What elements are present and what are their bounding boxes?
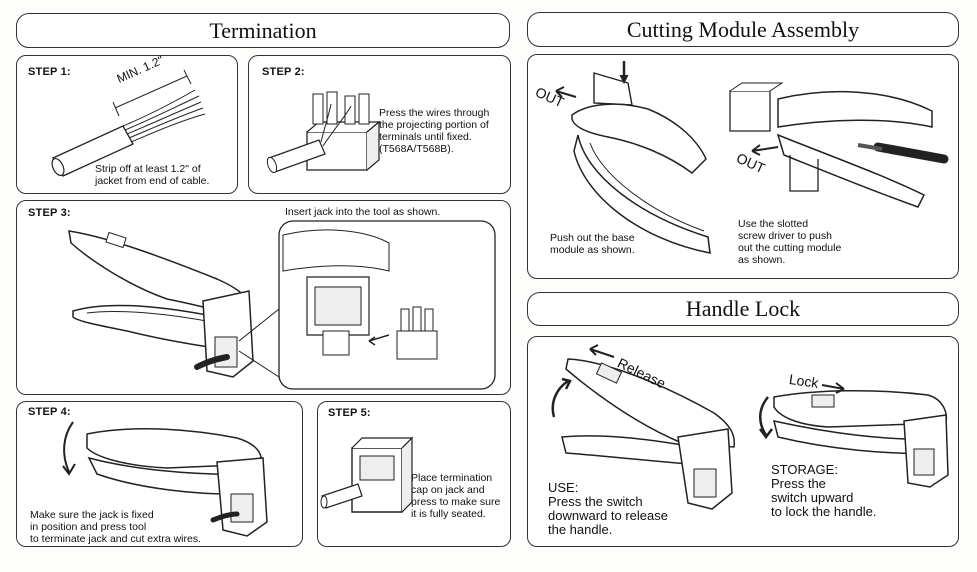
section-title-handle-lock: Handle Lock	[527, 292, 959, 326]
tool-insert-jack-illustration	[17, 201, 512, 396]
step-2-text: Press the wires through the projecting p…	[379, 107, 490, 155]
step-3-text: Insert jack into the tool as shown.	[285, 206, 441, 218]
step-4-text: Make sure the jack is fixed in position …	[30, 509, 201, 545]
section-title-termination: Termination	[16, 13, 510, 48]
step-3-label: STEP 3:	[28, 207, 71, 219]
step-5-panel: STEP 5: Place termination cap on jack an…	[317, 401, 511, 547]
step-4-panel: STEP 4: Make sure the jack is fixed in p…	[16, 401, 303, 547]
cutting-module-illustration	[528, 55, 960, 280]
step-5-label: STEP 5:	[328, 407, 371, 419]
section-title-cutting-module: Cutting Module Assembly	[527, 12, 959, 47]
step-1-label: STEP 1:	[28, 66, 71, 78]
step-4-label: STEP 4:	[28, 406, 71, 418]
cutting-text-right: Use the slotted screw driver to push out…	[738, 218, 842, 266]
jack-wire-illustration	[249, 56, 512, 195]
cutting-module-panel: OUT OUT Push out the base module as show…	[527, 54, 959, 279]
step-2-label: STEP 2:	[262, 66, 305, 78]
tool-press-illustration	[17, 402, 304, 548]
storage-text: STORAGE: Press the switch upward to lock…	[771, 462, 877, 519]
step-3-panel: STEP 3: Insert jack into the tool as sho…	[16, 200, 511, 395]
step-1-panel: STEP 1: MIN. 1.2" Strip off at least 1.2…	[16, 53, 239, 195]
cutting-text-left: Push out the base module as shown.	[550, 232, 635, 256]
handle-lock-illustration	[528, 337, 960, 548]
cap-jack-illustration	[318, 402, 512, 548]
step-2-panel: STEP 2: Press the wires through the proj…	[248, 55, 511, 194]
step-1-text: Strip off at least 1.2" of jacket from e…	[95, 163, 210, 187]
step-5-text: Place termination cap on jack and press …	[411, 472, 501, 520]
handle-lock-panel: Release Lock USE: Press the switch downw…	[527, 336, 959, 547]
cable-strip-illustration	[17, 56, 239, 195]
use-text: USE: Press the switch downward to releas…	[548, 480, 668, 537]
